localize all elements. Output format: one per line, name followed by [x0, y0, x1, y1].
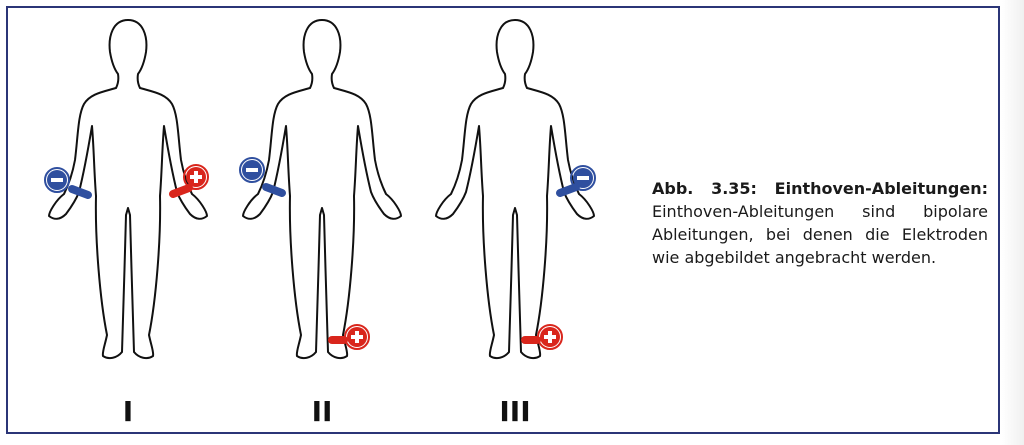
figure-caption: Abb. 3.35: Einthoven-Ableitungen: Eintho… — [652, 177, 988, 269]
caption-number: 3.35: — [711, 179, 757, 198]
figure-lead-ii: II — [239, 19, 402, 428]
plus-circle-icon — [344, 324, 370, 350]
einthoven-figures: I II III — [44, 19, 596, 428]
lead-numeral: I — [123, 395, 133, 428]
plus-circle-icon — [537, 324, 563, 350]
caption-heading: Abb. 3.35: Einthoven-Ableitungen: — [652, 177, 988, 200]
electrode-right-arm — [262, 183, 286, 197]
caption-title: Einthoven-Ableitungen: — [774, 179, 988, 198]
electrode-left-arm — [556, 183, 580, 197]
figure-frame — [6, 6, 1000, 434]
plus-circle-icon — [183, 164, 209, 190]
figure-lead-iii: III — [435, 19, 596, 428]
caption-label: Abb. — [652, 179, 694, 198]
minus-circle-icon — [239, 157, 265, 183]
minus-circle-icon — [570, 165, 596, 191]
minus-circle-icon — [44, 167, 70, 193]
electrode-left-arm — [169, 184, 193, 198]
lead-numeral: III — [499, 395, 530, 428]
figure-lead-i: I — [44, 19, 209, 428]
electrode-right-arm — [68, 185, 92, 199]
caption-text: Einthoven-Ableitungen sind bipolare Able… — [652, 202, 988, 267]
lead-numeral: II — [312, 395, 333, 428]
page-edge-shadow — [1002, 0, 1024, 445]
